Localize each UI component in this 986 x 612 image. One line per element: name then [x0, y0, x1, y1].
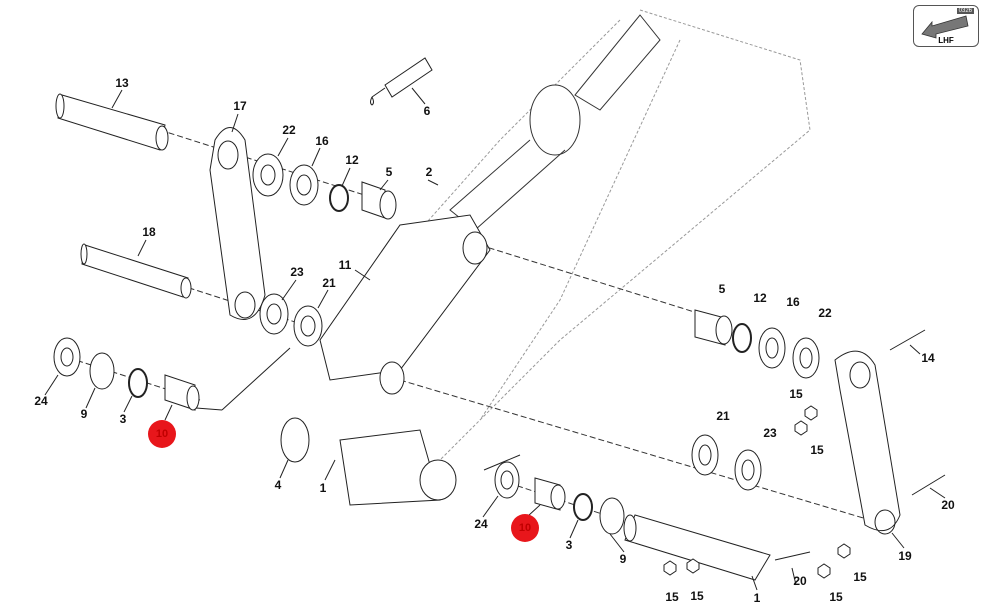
callout-12: 12 [753, 291, 767, 305]
callout-15: 15 [810, 443, 824, 457]
callout-6: 6 [423, 104, 431, 118]
callout-15: 15 [829, 590, 843, 604]
callout-11: 11 [338, 258, 352, 272]
link-19 [834, 350, 901, 532]
left-arrow-icon [921, 15, 969, 39]
callout-10-highlighted: 10 [148, 420, 176, 448]
callout-21: 21 [716, 409, 730, 423]
callout-24: 24 [34, 394, 48, 408]
callout-22: 22 [282, 123, 296, 137]
callout-5: 5 [385, 165, 393, 179]
pin-1-bottom [623, 514, 771, 581]
hydraulic-cylinder [449, 14, 661, 231]
callout-22: 22 [818, 306, 832, 320]
callout-9: 9 [80, 407, 88, 421]
callout-15: 15 [690, 589, 704, 603]
callout-18: 18 [142, 225, 156, 239]
pin-18 [80, 243, 192, 299]
callout-15: 15 [789, 387, 803, 401]
callout-20: 20 [793, 574, 807, 588]
callout-15: 15 [665, 590, 679, 604]
callout-3: 3 [119, 412, 127, 426]
callout-19: 19 [898, 549, 912, 563]
callout-16: 16 [786, 295, 800, 309]
callout-9: 9 [619, 552, 627, 566]
callout-13: 13 [115, 76, 129, 90]
grease-tube [384, 57, 433, 98]
callout-12: 12 [345, 153, 359, 167]
callout-20: 20 [941, 498, 955, 512]
orientation-badge: 0326 LHF [913, 5, 979, 47]
badge-label: LHF [938, 36, 954, 45]
boom-arm [419, 9, 811, 461]
callout-4: 4 [274, 478, 282, 492]
pin-13 [55, 93, 169, 151]
link-17 [209, 127, 266, 320]
callout-23: 23 [290, 265, 304, 279]
callout-17: 17 [233, 99, 247, 113]
callout-23: 23 [763, 426, 777, 440]
callout-14: 14 [921, 351, 935, 365]
callout-21: 21 [322, 276, 336, 290]
callout-1: 1 [319, 481, 327, 495]
badge-code: 0326 [956, 8, 974, 14]
callout-10-highlighted: 10 [511, 514, 539, 542]
callout-16: 16 [315, 134, 329, 148]
callout-15: 15 [853, 570, 867, 584]
callout-2: 2 [425, 165, 433, 179]
callout-3: 3 [565, 538, 573, 552]
callout-5: 5 [718, 282, 726, 296]
callout-24: 24 [474, 517, 488, 531]
callout-1: 1 [753, 591, 761, 605]
